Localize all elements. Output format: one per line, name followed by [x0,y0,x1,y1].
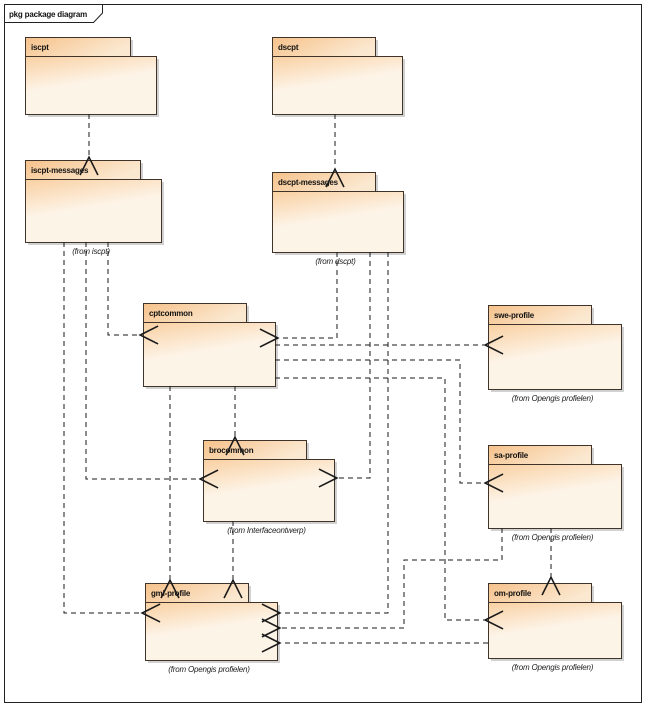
package-swe-profile[interactable]: swe-profile (from Opengis profielen) [488,305,625,404]
diagram-frame-border [4,4,642,703]
package-dscpt-messages[interactable]: dscpt-messages (from dscpt) [272,172,407,267]
package-tab[interactable] [25,37,131,57]
package-body[interactable] [488,464,622,529]
package-origin-label: (from dscpt) [315,257,356,266]
package-origin-label: (from iscpt) [72,247,110,256]
package-iscpt-messages[interactable]: iscpt-messages (from iscpt) [25,160,165,257]
package-title: sa-profile [494,451,529,460]
package-title: brocommon [209,446,254,455]
package-body[interactable] [143,322,276,387]
package-body[interactable] [272,191,404,253]
package-title: gml-profile [151,589,191,598]
package-origin-label: (from Opengis profielen) [512,663,594,672]
package-origin-label: (from Interfaceontwerp) [227,526,306,535]
dependency-iscpt-messages-to-cptcommon[interactable] [107,242,159,345]
diagram-frame-label: pkg package diagram [9,10,87,19]
package-title: dscpt-messages [278,178,339,187]
dependency-dscpt-messages-to-gml-profile[interactable] [261,252,389,623]
package-sa-profile[interactable]: sa-profile (from Opengis profielen) [488,445,625,543]
package-title: iscpt-messages [31,166,89,175]
dependency-dscpt-messages-to-brocommon[interactable] [318,252,371,488]
package-origin-label: (from Opengis profielen) [512,394,594,403]
dependency-cptcommon-to-om-profile[interactable] [275,377,504,630]
package-tab[interactable] [488,583,592,603]
package-title: swe-profile [494,311,535,320]
dependency-iscpt-messages-to-gml-profile[interactable] [63,242,161,623]
package-om-profile[interactable]: om-profile (from Opengis profielen) [488,583,625,673]
package-title: cptcommon [149,309,193,318]
package-tab[interactable] [488,305,592,325]
package-body[interactable] [25,179,162,243]
package-brocommon[interactable]: brocommon (from Interfaceontwerp) [203,440,338,536]
packages-layer: iscpt dscpt iscpt-messages (from iscpt) dscp… [25,37,625,675]
package-tab[interactable] [143,303,247,323]
package-title: om-profile [494,589,532,598]
package-iscpt[interactable]: iscpt [25,37,160,118]
package-cptcommon[interactable]: cptcommon [143,303,279,390]
package-origin-label: (from Opengis profielen) [512,533,594,542]
package-title: dscpt [278,43,299,52]
package-body[interactable] [203,459,335,522]
diagram-frame-tab [4,4,103,23]
package-body[interactable] [145,602,278,661]
dependency-iscpt-messages-to-brocommon[interactable] [85,242,219,489]
package-origin-label: (from Opengis profielen) [168,665,250,674]
dependency-sa-profile-to-gml-profile[interactable] [261,528,503,638]
diagram-frame: pkg package diagram [4,4,642,703]
package-body[interactable] [272,56,403,115]
package-gml-profile[interactable]: gml-profile (from Opengis profielen) [145,583,281,675]
package-tab[interactable] [272,37,376,57]
package-title: iscpt [31,43,49,52]
package-tab[interactable] [488,445,592,465]
package-body[interactable] [488,602,622,659]
dependencies-layer [63,114,561,653]
dependency-dscpt-messages-to-cptcommon[interactable] [259,252,338,348]
package-body[interactable] [488,324,622,390]
package-dscpt[interactable]: dscpt [272,37,406,118]
package-tab[interactable] [272,172,376,192]
package-body[interactable] [25,56,157,115]
dependency-cptcommon-to-sa-profile[interactable] [275,359,504,493]
